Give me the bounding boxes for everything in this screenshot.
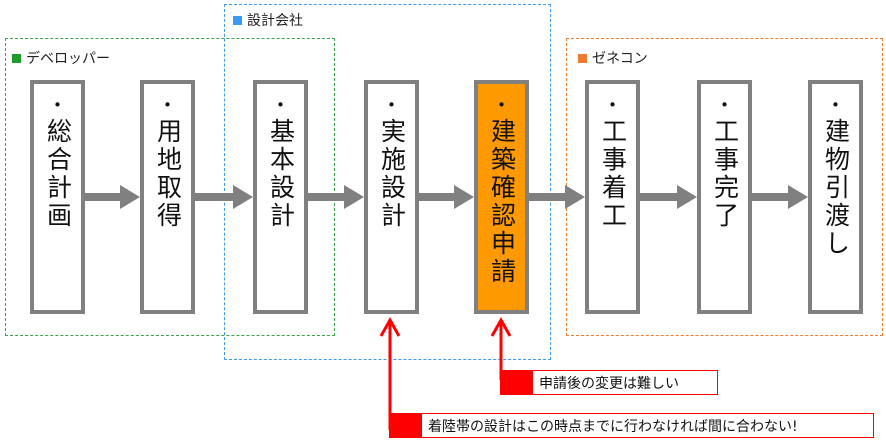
design-firm-group-label: 設計会社	[233, 10, 303, 30]
step-overall-plan: ・ 総合計画	[30, 80, 85, 314]
flow-arrow-icon	[529, 185, 585, 209]
note-text: 申請後の変更は難しい	[539, 375, 679, 392]
developer-legend-square-icon	[12, 53, 21, 63]
step-building-handover: ・ 建物引渡し	[808, 80, 863, 314]
step-bullet: ・	[825, 93, 846, 117]
developer-group-label: デベロッパー	[12, 48, 110, 68]
flow-arrow-icon	[752, 185, 808, 209]
flow-arrow-icon	[85, 185, 140, 209]
general-contractor-legend-square-icon	[578, 53, 587, 63]
step-bullet: ・	[47, 93, 68, 117]
flow-arrow-icon	[195, 185, 253, 209]
step-construction-start: ・ 工事着工	[585, 80, 640, 314]
step-bullet: ・	[270, 93, 291, 117]
step-bullet: ・	[157, 93, 178, 117]
flow-arrow-icon	[419, 185, 474, 209]
step-label: 建築確認申請	[487, 118, 517, 286]
step-bullet: ・	[491, 93, 512, 117]
note-marker	[501, 371, 533, 394]
step-label: 基本設計	[266, 118, 296, 230]
design-firm-group	[224, 4, 551, 360]
step-bullet: ・	[602, 93, 623, 117]
step-basic-design: ・ 基本設計	[253, 80, 308, 314]
step-building-confirmation-application: ・ 建築確認申請	[474, 80, 529, 314]
general-contractor-label-text: ゼネコン	[592, 51, 648, 67]
step-label: 工事完了	[710, 118, 740, 230]
developer-group	[5, 38, 335, 336]
step-bullet: ・	[714, 93, 735, 117]
step-label: 総合計画	[43, 118, 73, 230]
callout-arrow-design-deadline-icon	[379, 316, 401, 430]
design-firm-legend-square-icon	[233, 15, 242, 25]
design-firm-label-text: 設計会社	[247, 13, 303, 29]
note-application-change: 申請後の変更は難しい	[500, 370, 718, 395]
step-label: 工事着工	[598, 118, 628, 230]
step-construction-completion: ・ 工事完了	[697, 80, 752, 314]
developer-label-text: デベロッパー	[26, 51, 110, 67]
step-label: 建物引渡し	[821, 118, 851, 258]
step-land-acquisition: ・ 用地取得	[140, 80, 195, 314]
general-contractor-group-label: ゼネコン	[578, 48, 648, 68]
note-marker	[390, 414, 422, 437]
flow-arrow-icon	[640, 185, 697, 209]
step-label: 用地取得	[153, 118, 183, 230]
note-text: 着陸帯の設計はこの時点までに行わなければ間に合わない!	[428, 418, 798, 435]
step-detailed-design: ・ 実施設計	[364, 80, 419, 314]
step-label: 実施設計	[377, 118, 407, 230]
flow-arrow-icon	[308, 185, 364, 209]
note-design-deadline: 着陸帯の設計はこの時点までに行わなければ間に合わない!	[389, 413, 874, 438]
step-bullet: ・	[381, 93, 402, 117]
